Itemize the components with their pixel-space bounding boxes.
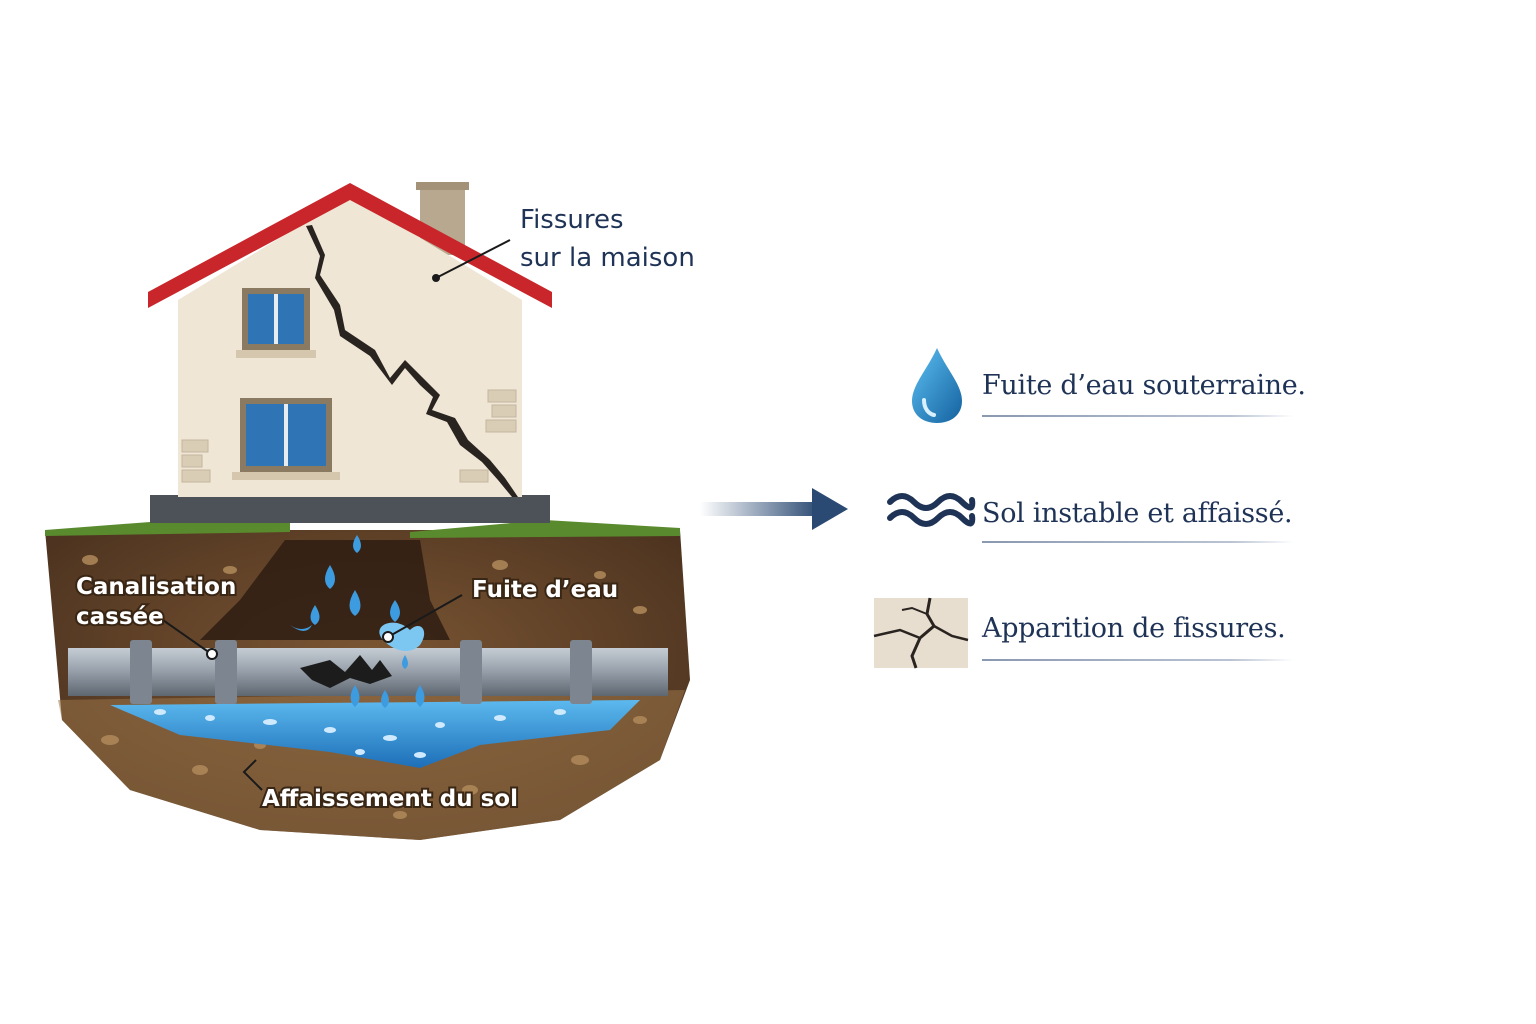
legend-text-unstable-ground: Sol instable et affaissé. xyxy=(982,498,1293,529)
callout-house-cracks-2: sur la maison xyxy=(520,243,695,273)
legend-divider xyxy=(982,659,1294,661)
legend-divider xyxy=(982,541,1294,543)
legend-text-cracks: Apparition de fissures. xyxy=(982,613,1286,644)
callout-house-cracks-1: Fissures xyxy=(520,205,624,235)
waves-icon xyxy=(887,493,976,527)
callout-broken-pipe-2: cassée xyxy=(76,604,164,630)
callout-broken-pipe-1: Canalisation xyxy=(76,574,236,600)
legend-item-cracks: Apparition de fissures. xyxy=(872,596,1312,676)
legend-text-water-leak: Fuite d’eau souterraine. xyxy=(982,370,1306,401)
callout-ground-sinking: Affaissement du sol xyxy=(262,786,518,812)
house xyxy=(148,182,552,523)
callout-water-leak: Fuite d’eau xyxy=(472,577,618,603)
leader-lines xyxy=(159,239,511,791)
foundation xyxy=(150,495,550,523)
upper-window xyxy=(236,288,316,358)
arrow-right-icon xyxy=(700,488,848,530)
water-pool xyxy=(110,700,640,768)
lower-window xyxy=(232,398,340,480)
water-splash xyxy=(290,535,425,708)
broken-pipe xyxy=(68,640,668,704)
wall-crack xyxy=(306,225,518,497)
legend-item-water-leak: Fuite d’eau souterraine. xyxy=(872,345,1312,425)
legend-item-unstable-ground: Sol instable et affaissé. xyxy=(872,480,1312,560)
cracked-wall-icon xyxy=(873,597,969,669)
water-drop-icon xyxy=(912,348,962,423)
legend-divider xyxy=(982,415,1294,417)
